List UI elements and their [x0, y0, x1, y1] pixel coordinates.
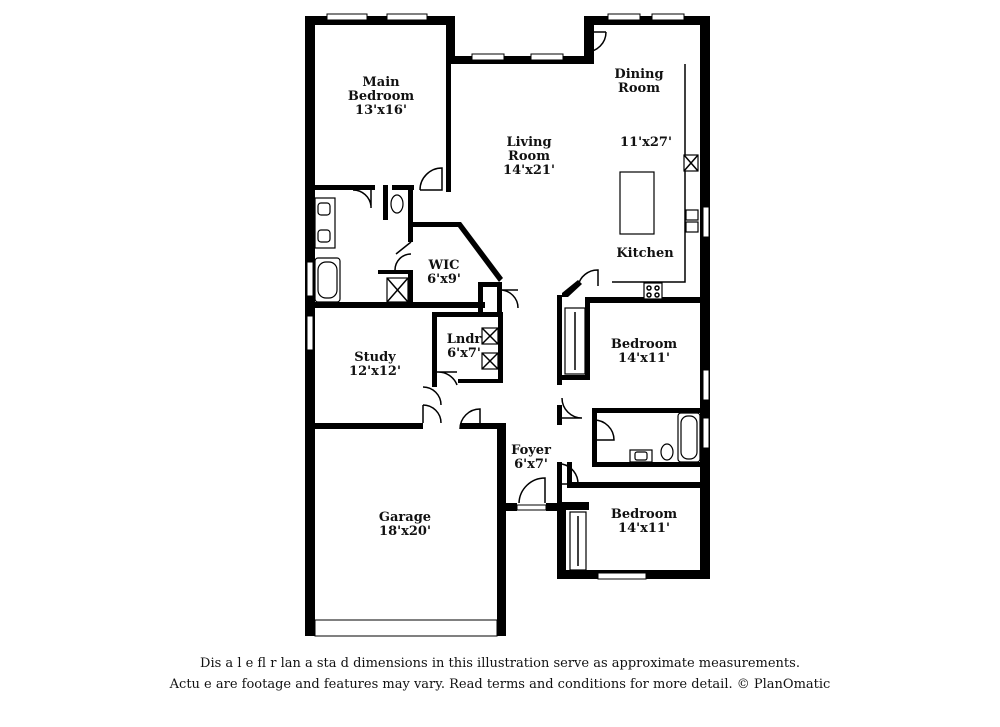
svg-text:Living: Living [506, 135, 551, 150]
svg-text:6'x7': 6'x7' [447, 346, 481, 361]
svg-text:WIC: WIC [427, 258, 459, 273]
svg-text:Bedroom: Bedroom [348, 89, 415, 104]
svg-text:14'x21': 14'x21' [503, 163, 555, 178]
room-wic: WIC 6'x9' [427, 258, 461, 287]
disclaimer-line-1: Dis a l e fl r lan a sta d dimensions in… [200, 656, 800, 671]
room-main-bedroom: Main Bedroom 13'x16' [348, 75, 415, 118]
svg-text:Dining: Dining [614, 67, 663, 82]
svg-text:Bedroom: Bedroom [611, 507, 678, 522]
svg-text:Room: Room [508, 149, 550, 164]
room-bedroom-lower: Bedroom 14'x11' [611, 507, 678, 536]
room-study: Study 12'x12' [349, 350, 401, 379]
room-bedroom-upper: Bedroom 14'x11' [611, 337, 678, 366]
svg-text:Lndr: Lndr [447, 332, 482, 347]
interior-walls [315, 64, 710, 502]
windows [306, 13, 710, 580]
garage-door [314, 619, 498, 637]
svg-text:Garage: Garage [379, 510, 431, 525]
svg-text:6'x7': 6'x7' [514, 457, 548, 472]
room-foyer: Foyer 6'x7' [511, 443, 551, 472]
room-laundry: Lndr 6'x7' [447, 332, 482, 361]
svg-text:11'x27': 11'x27' [620, 135, 672, 150]
svg-text:Bedroom: Bedroom [611, 337, 678, 352]
closets [564, 307, 587, 571]
room-garage: Garage 18'x20' [379, 510, 431, 539]
room-kitchen: Kitchen [616, 246, 674, 261]
svg-text:Study: Study [354, 350, 396, 365]
disclaimer-line-2: Actu e are footage and features may vary… [169, 677, 831, 692]
room-living-room: Living Room 14'x21' [503, 135, 555, 178]
fixtures [314, 64, 701, 463]
svg-text:18'x20': 18'x20' [379, 524, 431, 539]
svg-text:Room: Room [618, 81, 660, 96]
svg-text:Main: Main [362, 75, 400, 90]
svg-text:12'x12': 12'x12' [349, 364, 401, 379]
svg-text:14'x11': 14'x11' [618, 521, 670, 536]
svg-text:6'x9': 6'x9' [427, 272, 461, 287]
doors [352, 31, 615, 504]
svg-text:Foyer: Foyer [511, 443, 551, 458]
svg-text:14'x11': 14'x11' [618, 351, 670, 366]
room-dining-room: Dining Room 11'x27' [614, 67, 672, 150]
svg-text:Kitchen: Kitchen [616, 246, 674, 261]
svg-text:13'x16': 13'x16' [355, 103, 407, 118]
